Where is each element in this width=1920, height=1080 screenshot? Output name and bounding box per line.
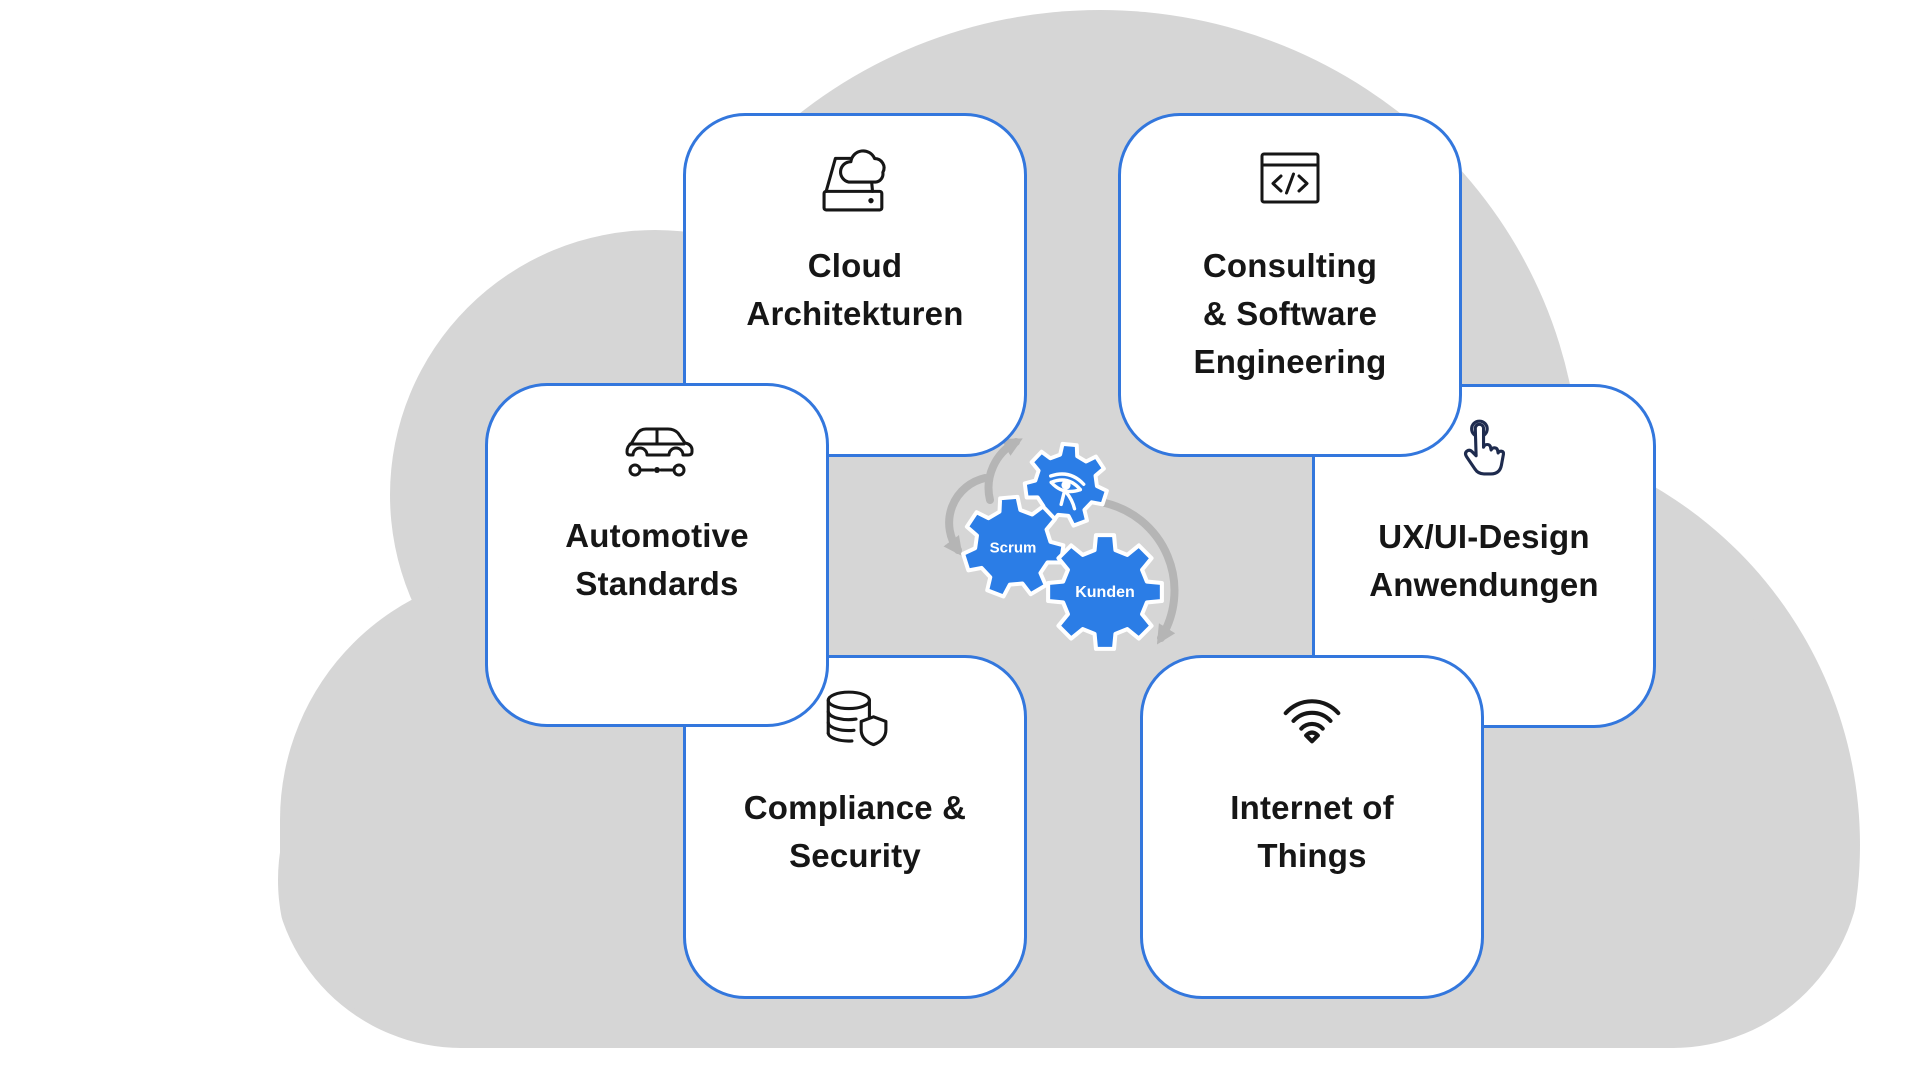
card-label: Internet of Things bbox=[1149, 784, 1475, 880]
card-label-line: Automotive bbox=[565, 517, 749, 554]
rotation-arrow-right bbox=[1101, 499, 1179, 645]
card-label-line: & Software bbox=[1202, 295, 1378, 332]
card-label: Compliance & Security bbox=[692, 784, 1018, 880]
car-icon bbox=[488, 416, 826, 480]
eye-icon bbox=[1049, 472, 1086, 511]
card-label: Consulting & Software Engineering bbox=[1127, 242, 1453, 386]
cloud-storage-icon bbox=[686, 146, 1024, 212]
database-shield-icon bbox=[686, 688, 1024, 758]
card-label-line: Compliance & bbox=[743, 789, 967, 826]
card-internet-of-things: Internet of Things bbox=[1140, 655, 1484, 999]
card-label: Cloud Architekturen bbox=[692, 242, 1018, 338]
scrum-gear bbox=[961, 494, 1066, 599]
kunden-gear-label: Kunden bbox=[1075, 584, 1135, 601]
card-label: Automotive Standards bbox=[494, 512, 820, 608]
scrum-gear-label: Scrum bbox=[989, 539, 1037, 557]
rotation-arrow-top bbox=[984, 438, 1023, 504]
card-automotive-standards: Automotive Standards bbox=[485, 383, 829, 727]
card-label-line: Anwendungen bbox=[1369, 566, 1599, 603]
eye-gear bbox=[1022, 441, 1109, 528]
wifi-icon bbox=[1143, 688, 1481, 744]
card-label-line: Cloud bbox=[807, 247, 903, 284]
card-consulting-software-engineering: Consulting & Software Engineering bbox=[1118, 113, 1462, 457]
card-label-line: Engineering bbox=[1193, 343, 1387, 380]
card-label-line: Security bbox=[789, 837, 921, 874]
gear-cluster-graphic bbox=[943, 438, 1179, 651]
card-label-line: Consulting bbox=[1202, 247, 1378, 284]
card-label-line: Internet of bbox=[1230, 789, 1394, 826]
gear-cluster: Scrum Kunden bbox=[930, 400, 1270, 700]
tap-finger-icon bbox=[1315, 417, 1653, 483]
card-label-line: Standards bbox=[575, 565, 739, 602]
card-label: UX/UI-Design Anwendungen bbox=[1321, 513, 1647, 609]
rotation-arrows bbox=[943, 438, 1179, 645]
card-label-line: Architekturen bbox=[746, 295, 964, 332]
rotation-arrow-left bbox=[943, 474, 989, 557]
card-label-line: Things bbox=[1257, 837, 1367, 874]
kunden-gear bbox=[1046, 533, 1164, 651]
code-window-icon bbox=[1121, 146, 1459, 210]
card-label-line: UX/UI-Design bbox=[1378, 518, 1590, 555]
